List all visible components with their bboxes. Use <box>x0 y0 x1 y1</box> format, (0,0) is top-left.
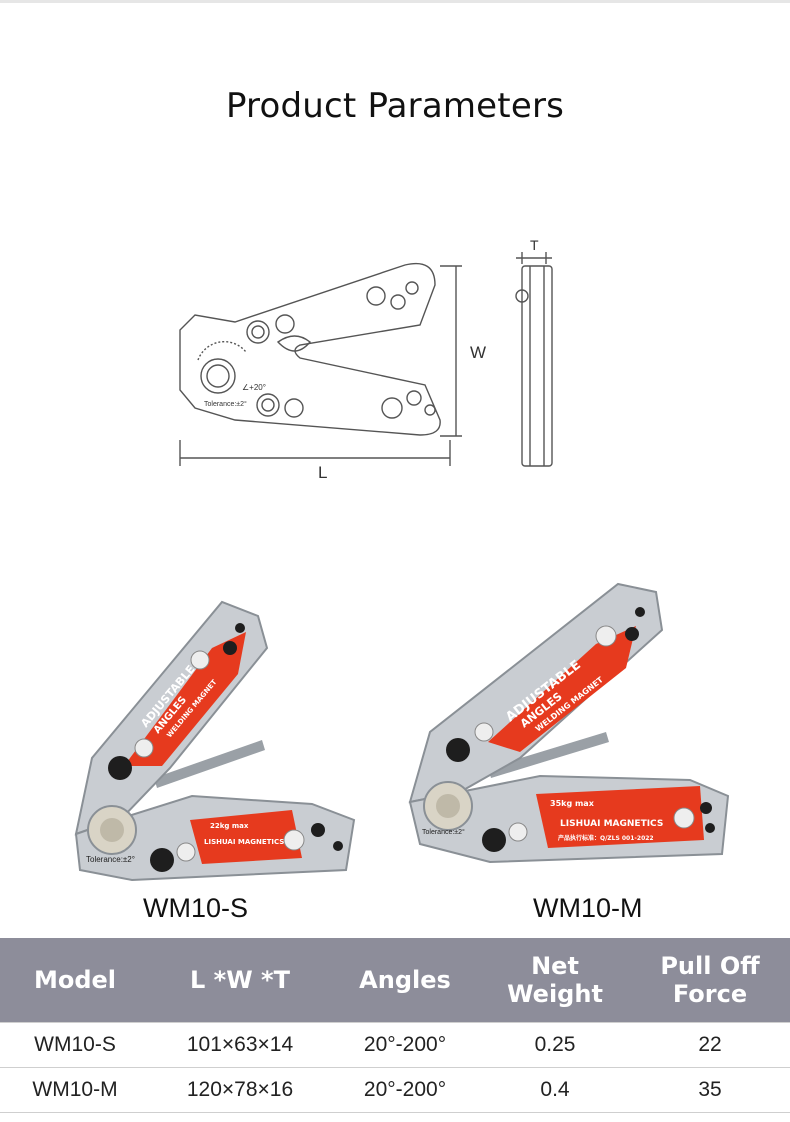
table-row: WM10-M 120×78×16 20°-200° 0.4 35 <box>0 1067 790 1113</box>
drawing-outline <box>179 262 441 436</box>
drawing-tolerance: Tolerance:±2° <box>204 400 247 408</box>
label-s-tolerance: Tolerance:±2° <box>86 855 135 864</box>
cell-model: WM10-M <box>0 1067 150 1113</box>
cell-angles: 20°-200° <box>330 1022 480 1068</box>
label-s-maxload: 22kg max <box>210 822 249 830</box>
cell-net-weight: 0.4 <box>480 1067 630 1113</box>
caption-wm10-s: WM10-S <box>143 893 249 923</box>
label-m-brand: LISHUAI MAGNETICS <box>560 819 663 829</box>
dim-width-label: W <box>470 343 486 362</box>
header-model: Model <box>0 938 150 1023</box>
drawing-pivot <box>276 335 311 352</box>
product-photo-wm10-m: ADJUSTABLE ANGLES WELDING MAGNET 35kg ma… <box>408 582 730 864</box>
cell-dimensions: 101×63×14 <box>150 1022 330 1068</box>
dim-length-label: L <box>318 463 327 482</box>
product-photo-wm10-s: ADJUSTABLE ANGLES WELDING MAGNET 22kg ma… <box>74 600 356 882</box>
page-title: Product Parameters <box>225 86 565 126</box>
dim-thickness-label: T <box>530 237 539 253</box>
technical-drawing: L W T Tolerance:±2° ∠+20° <box>179 237 553 482</box>
table-row: WM10-S 101×63×14 20°-200° 0.25 22 <box>0 1022 790 1068</box>
cell-model: WM10-S <box>0 1022 150 1068</box>
cell-pull-off-force: 22 <box>630 1022 790 1068</box>
label-s-brand: LISHUAI MAGNETICS <box>204 838 284 846</box>
parameters-table: Model L *W *T Angles Net Weight Pull Off… <box>0 938 790 1113</box>
label-m-maxload: 35kg max <box>550 799 595 808</box>
header-dimensions: L *W *T <box>150 938 330 1023</box>
label-m-tolerance: Tolerance:±2° <box>422 828 465 836</box>
cell-pull-off-force: 35 <box>630 1067 790 1113</box>
top-rule <box>0 0 790 3</box>
cell-net-weight: 0.25 <box>480 1022 630 1068</box>
label-m-standard: 产品执行标准：Q/ZLS 001-2022 <box>558 834 654 842</box>
cell-angles: 20°-200° <box>330 1067 480 1113</box>
cell-dimensions: 120×78×16 <box>150 1067 330 1113</box>
caption-wm10-m: WM10-M <box>533 893 643 923</box>
header-pull-off-force: Pull Off Force <box>630 938 790 1023</box>
table-header-row: Model L *W *T Angles Net Weight Pull Off… <box>0 938 790 1023</box>
header-angles: Angles <box>330 938 480 1023</box>
drawing-angle-mark: ∠+20° <box>242 383 266 392</box>
header-net-weight: Net Weight <box>480 938 630 1023</box>
